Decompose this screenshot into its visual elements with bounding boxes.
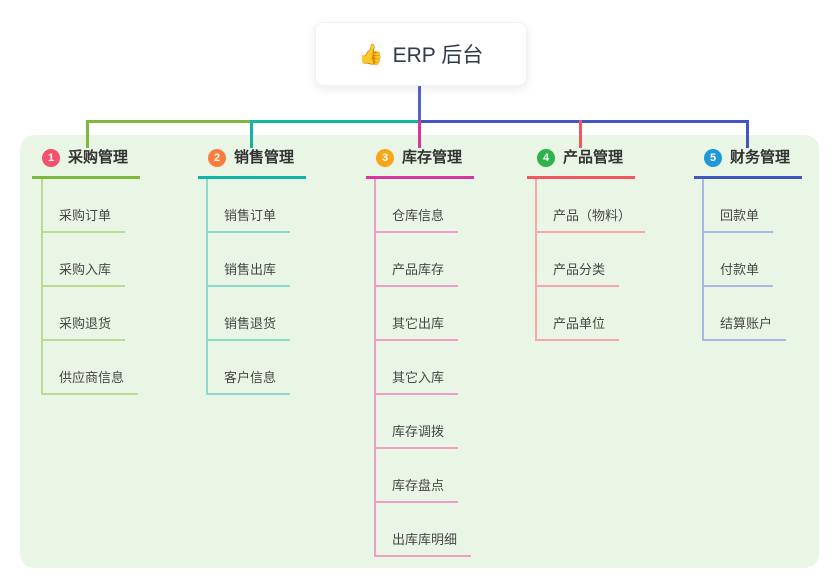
mindmap-canvas (20, 135, 819, 568)
branch-purchase: 1 采购管理 采购订单 采购入库 采购退货 供应商信息 (32, 148, 141, 395)
branch-product-label[interactable]: 4 产品管理 (527, 148, 636, 179)
node-purchase-order[interactable]: 采购订单 (43, 179, 126, 233)
branch-finance-title: 财务管理 (730, 149, 791, 166)
branch-purchase-children: 采购订单 采购入库 采购退货 供应商信息 (41, 179, 139, 395)
branch-product-title: 产品管理 (563, 149, 624, 166)
node-product-category[interactable]: 产品分类 (537, 233, 620, 287)
branch-finance: 5 财务管理 回款单 付款单 结算账户 (694, 148, 803, 341)
branch-sales-children: 销售订单 销售出库 销售退货 客户信息 (206, 179, 291, 395)
thumbs-up-icon: 👍 (358, 43, 384, 66)
root-connector-line (418, 84, 421, 123)
node-product-stock[interactable]: 产品库存 (376, 233, 459, 287)
badge-4: 4 (537, 149, 555, 167)
branch-finance-children: 回款单 付款单 结算账户 (702, 179, 787, 341)
branch-sales-title: 销售管理 (234, 149, 295, 166)
branch-sales-label[interactable]: 2 销售管理 (198, 148, 307, 179)
node-outbound-detail[interactable]: 出库库明细 (376, 503, 472, 557)
node-sales-return[interactable]: 销售退货 (208, 287, 291, 341)
drop-line-green (86, 120, 89, 148)
root-title: ERP 后台 (392, 44, 484, 67)
node-warehouse-info[interactable]: 仓库信息 (376, 179, 459, 233)
branch-inventory-title: 库存管理 (402, 149, 463, 166)
node-receipt-bill[interactable]: 回款单 (704, 179, 774, 233)
node-other-inbound[interactable]: 其它入库 (376, 341, 459, 395)
node-customer-info[interactable]: 客户信息 (208, 341, 291, 395)
branch-inventory-children: 仓库信息 产品库存 其它出库 其它入库 库存调拨 库存盘点 出库库明细 (374, 179, 472, 557)
drop-line-magenta (418, 120, 421, 148)
drop-line-red (579, 120, 582, 148)
node-sales-outbound[interactable]: 销售出库 (208, 233, 291, 287)
badge-3: 3 (376, 149, 394, 167)
node-purchase-inbound[interactable]: 采购入库 (43, 233, 126, 287)
branch-purchase-label[interactable]: 1 采购管理 (32, 148, 141, 179)
node-stock-taking[interactable]: 库存盘点 (376, 449, 459, 503)
drop-line-blue (746, 120, 749, 148)
node-settlement-account[interactable]: 结算账户 (704, 287, 787, 341)
node-stock-transfer[interactable]: 库存调拨 (376, 395, 459, 449)
bus-line-green (86, 120, 253, 123)
branch-purchase-title: 采购管理 (68, 149, 129, 166)
node-product-unit[interactable]: 产品单位 (537, 287, 620, 341)
badge-2: 2 (208, 149, 226, 167)
bus-line-blue (418, 120, 749, 123)
branch-inventory: 3 库存管理 仓库信息 产品库存 其它出库 其它入库 库存调拨 库存盘点 出库库… (366, 148, 475, 557)
bus-line-teal (250, 120, 421, 123)
badge-5: 5 (704, 149, 722, 167)
node-product-material[interactable]: 产品（物料） (537, 179, 646, 233)
node-payment-bill[interactable]: 付款单 (704, 233, 774, 287)
node-purchase-return[interactable]: 采购退货 (43, 287, 126, 341)
root-node[interactable]: 👍 ERP 后台 (315, 22, 527, 86)
badge-1: 1 (42, 149, 60, 167)
branch-finance-label[interactable]: 5 财务管理 (694, 148, 803, 179)
branch-product-children: 产品（物料） 产品分类 产品单位 (535, 179, 646, 341)
node-sales-order[interactable]: 销售订单 (208, 179, 291, 233)
node-other-outbound[interactable]: 其它出库 (376, 287, 459, 341)
drop-line-teal (250, 120, 253, 148)
node-supplier-info[interactable]: 供应商信息 (43, 341, 139, 395)
branch-product: 4 产品管理 产品（物料） 产品分类 产品单位 (527, 148, 646, 341)
branch-inventory-label[interactable]: 3 库存管理 (366, 148, 475, 179)
branch-sales: 2 销售管理 销售订单 销售出库 销售退货 客户信息 (198, 148, 307, 395)
